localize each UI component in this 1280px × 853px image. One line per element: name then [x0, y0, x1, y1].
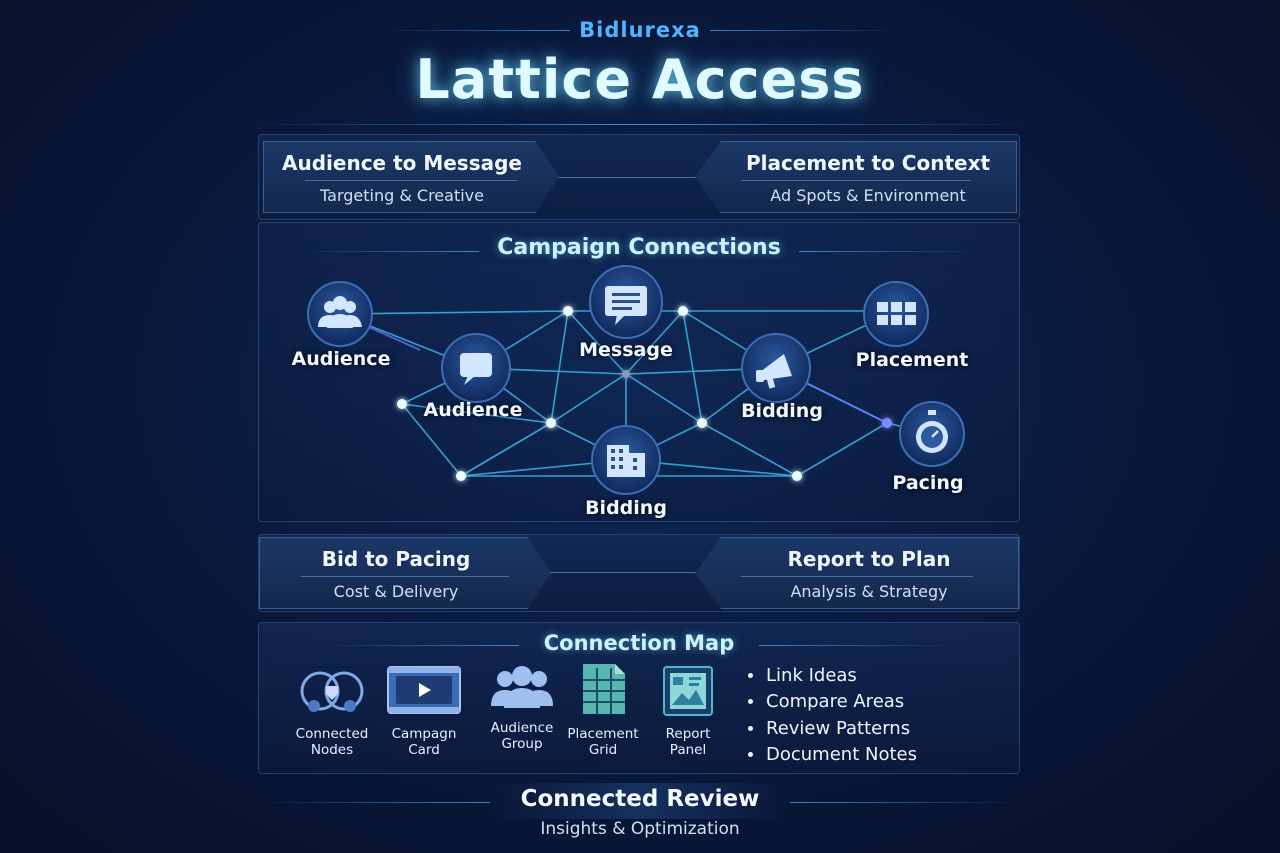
divider	[305, 180, 517, 181]
connected-nodes-icon	[300, 671, 364, 712]
bottom-left-box-subtitle: Cost & Delivery	[333, 582, 459, 601]
video-card-icon	[387, 666, 461, 714]
report-panel-icon	[663, 666, 713, 716]
bullet-item: Document Notes	[748, 742, 917, 769]
divider	[300, 576, 510, 577]
top-left-box-subtitle: Targeting & Creative	[320, 186, 484, 205]
node-label-message: Message	[579, 339, 673, 361]
brand-rule-left	[380, 30, 570, 31]
footer-plate	[492, 783, 788, 819]
title-rule	[240, 124, 1040, 125]
map-title-wing-right	[759, 645, 959, 646]
top-right-box-subtitle: Ad Spots & Environment	[770, 186, 966, 205]
node-label-placement: Placement	[855, 349, 969, 371]
bullet-list: Link Ideas Compare Areas Review Patterns…	[748, 662, 917, 768]
bullet-item: Link Ideas	[748, 662, 917, 689]
divider	[740, 180, 972, 181]
bottom-left-box[interactable]: Bid to Pacing Cost & Delivery	[259, 537, 551, 609]
audience-group-icon	[491, 666, 553, 708]
connection-map-title: Connection Map	[543, 631, 735, 655]
footer-title: Connected Review	[520, 786, 760, 812]
top-right-box-title: Placement to Context	[745, 151, 991, 175]
top-right-box[interactable]: Placement to Context Ad Spots & Environm…	[695, 141, 1017, 213]
connection-map-band: Connection Map	[258, 622, 1020, 774]
bottom-left-box-title: Bid to Pacing	[321, 547, 471, 571]
top-connector	[559, 177, 719, 178]
network-title-wing-right	[799, 251, 979, 252]
placement-grid-icon	[583, 664, 625, 714]
bottom-connector	[551, 572, 711, 573]
divider	[741, 576, 973, 577]
top-left-box[interactable]: Audience to Message Targeting & Creative	[263, 141, 559, 213]
page-title: Lattice Access	[415, 48, 865, 111]
footer-subtitle: Insights & Optimization	[540, 819, 740, 839]
node-label-audience-1: Audience	[291, 348, 391, 370]
footer-wing-left	[260, 802, 490, 803]
bottom-right-box-subtitle: Analysis & Strategy	[790, 582, 948, 601]
bottom-right-box[interactable]: Report to Plan Analysis & Strategy	[695, 537, 1019, 609]
node-label-audience-2: Audience	[423, 399, 523, 421]
node-label-bidding-2: Bidding	[741, 400, 823, 422]
bullet-item: Compare Areas	[748, 689, 917, 716]
mid-band: Bid to Pacing Cost & Delivery Report to …	[258, 534, 1020, 612]
brand-name: Bidlurexa	[579, 18, 701, 42]
node-label-bidding-1: Bidding	[585, 497, 667, 519]
node-label-pacing: Pacing	[892, 472, 964, 494]
network-title: Campaign Connections	[497, 235, 781, 260]
map-title-wing-left	[319, 645, 519, 646]
network-title-wing-left	[299, 251, 479, 252]
bullet-item: Review Patterns	[748, 715, 917, 742]
top-left-box-title: Audience to Message	[282, 151, 522, 175]
top-band: Audience to Message Targeting & Creative…	[258, 134, 1020, 220]
bottom-right-box-title: Report to Plan	[787, 547, 951, 571]
